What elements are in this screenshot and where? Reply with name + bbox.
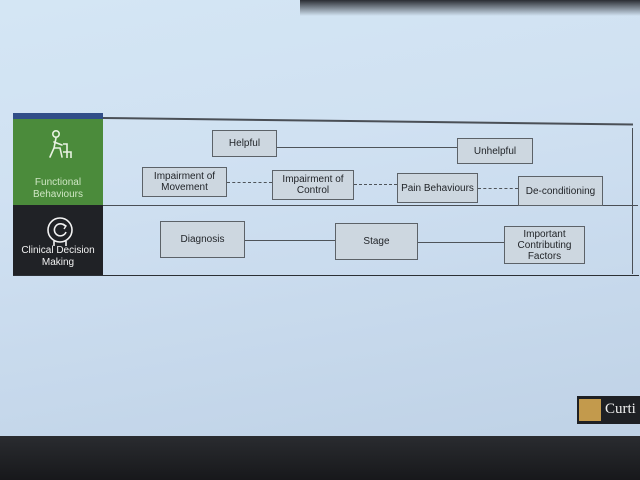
projection-screen: [0, 0, 640, 436]
bottom-bezel: [0, 436, 640, 480]
functional-behaviours-label: Functional Behaviours: [32, 177, 84, 200]
functional-behaviours-panel: Functional Behaviours: [13, 113, 103, 205]
de-conditioning-box: De-conditioning: [518, 176, 603, 206]
stage-factors-connector: [418, 242, 504, 243]
diagnosis-box: Diagnosis: [160, 221, 245, 258]
crest-icon: [579, 399, 601, 421]
impairment-of-movement-box: Impairment of Movement: [142, 167, 227, 197]
pain-behaviours-box: Pain Behaviours: [397, 173, 478, 203]
curtin-logo: Curti: [577, 396, 640, 424]
frame-middle-line: [103, 205, 638, 206]
important-contributing-factors-box: Important Contributing Factors: [504, 226, 585, 264]
helpful-box: Helpful: [212, 130, 277, 157]
frame-right-line: [632, 128, 633, 274]
clinical-decision-making-panel: Clinical Decision Making: [13, 205, 103, 275]
spectrum-connector-1: [227, 182, 272, 183]
helpful-unhelpful-connector: [277, 147, 457, 148]
person-chair-icon: [49, 129, 72, 158]
clinical-decision-making-label: Clinical Decision Making: [21, 245, 95, 268]
spectrum-connector-3: [478, 188, 518, 189]
unhelpful-box: Unhelpful: [457, 138, 533, 164]
frame-bottom-line: [13, 275, 639, 276]
impairment-of-control-box: Impairment of Control: [272, 170, 354, 200]
diagnosis-stage-connector: [245, 240, 335, 241]
top-shadow: [300, 0, 640, 16]
refresh-brain-icon: [47, 217, 73, 246]
stage-box: Stage: [335, 223, 418, 260]
logo-text: Curti: [605, 401, 636, 417]
spectrum-connector-2: [354, 184, 397, 185]
